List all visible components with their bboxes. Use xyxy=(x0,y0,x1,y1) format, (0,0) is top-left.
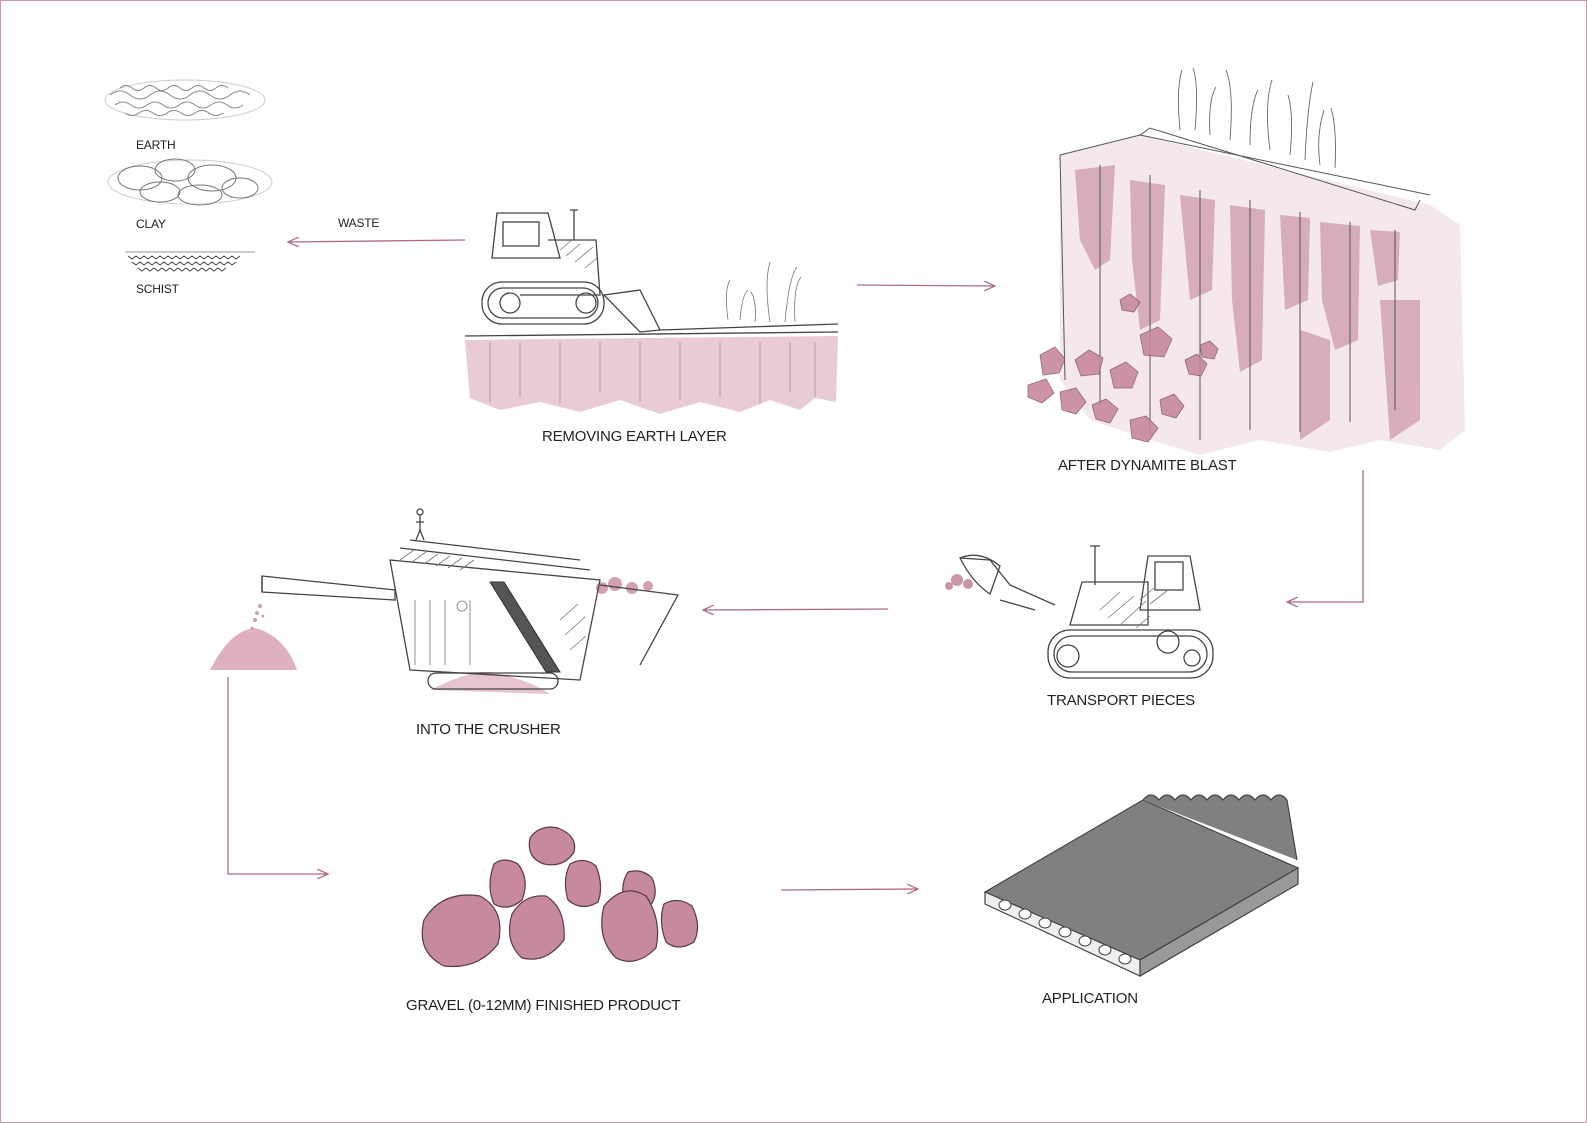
removing-earth-layer-label: REMOVING EARTH LAYER xyxy=(542,428,727,445)
application-label: APPLICATION xyxy=(1042,990,1138,1007)
earth-label: EARTH xyxy=(136,138,176,152)
arrow-to-transport xyxy=(1287,470,1364,602)
arrow-to-crusher xyxy=(703,609,889,610)
arrow-to-waste xyxy=(288,240,466,242)
transport-pieces-label: TRANSPORT PIECES xyxy=(1047,692,1195,709)
waste-label: WASTE xyxy=(338,216,380,230)
arrow-to-blast xyxy=(856,285,995,286)
schist-label: SCHIST xyxy=(136,282,179,296)
cliff-after-blast xyxy=(1027,67,1465,455)
bulldozer-removing-earth xyxy=(464,209,839,414)
gravel-pile xyxy=(421,826,699,968)
crusher-machine xyxy=(210,508,680,694)
after-dynamite-blast-label: AFTER DYNAMITE BLAST xyxy=(1058,457,1237,474)
clay-label: CLAY xyxy=(136,217,166,231)
schist-layer-sample xyxy=(125,251,255,272)
transport-loader xyxy=(945,545,1214,679)
hollow-core-slab xyxy=(983,794,1300,978)
arrow-to-application xyxy=(780,889,918,890)
clay-layer-sample xyxy=(107,158,273,206)
flow-arrows xyxy=(227,240,1364,890)
into-the-crusher-label: INTO THE CRUSHER xyxy=(416,721,561,738)
earth-layer-sample xyxy=(104,79,266,121)
arrow-to-gravel xyxy=(227,677,328,874)
gravel-finished-product-label: GRAVEL (0-12MM) FINISHED PRODUCT xyxy=(406,997,681,1014)
